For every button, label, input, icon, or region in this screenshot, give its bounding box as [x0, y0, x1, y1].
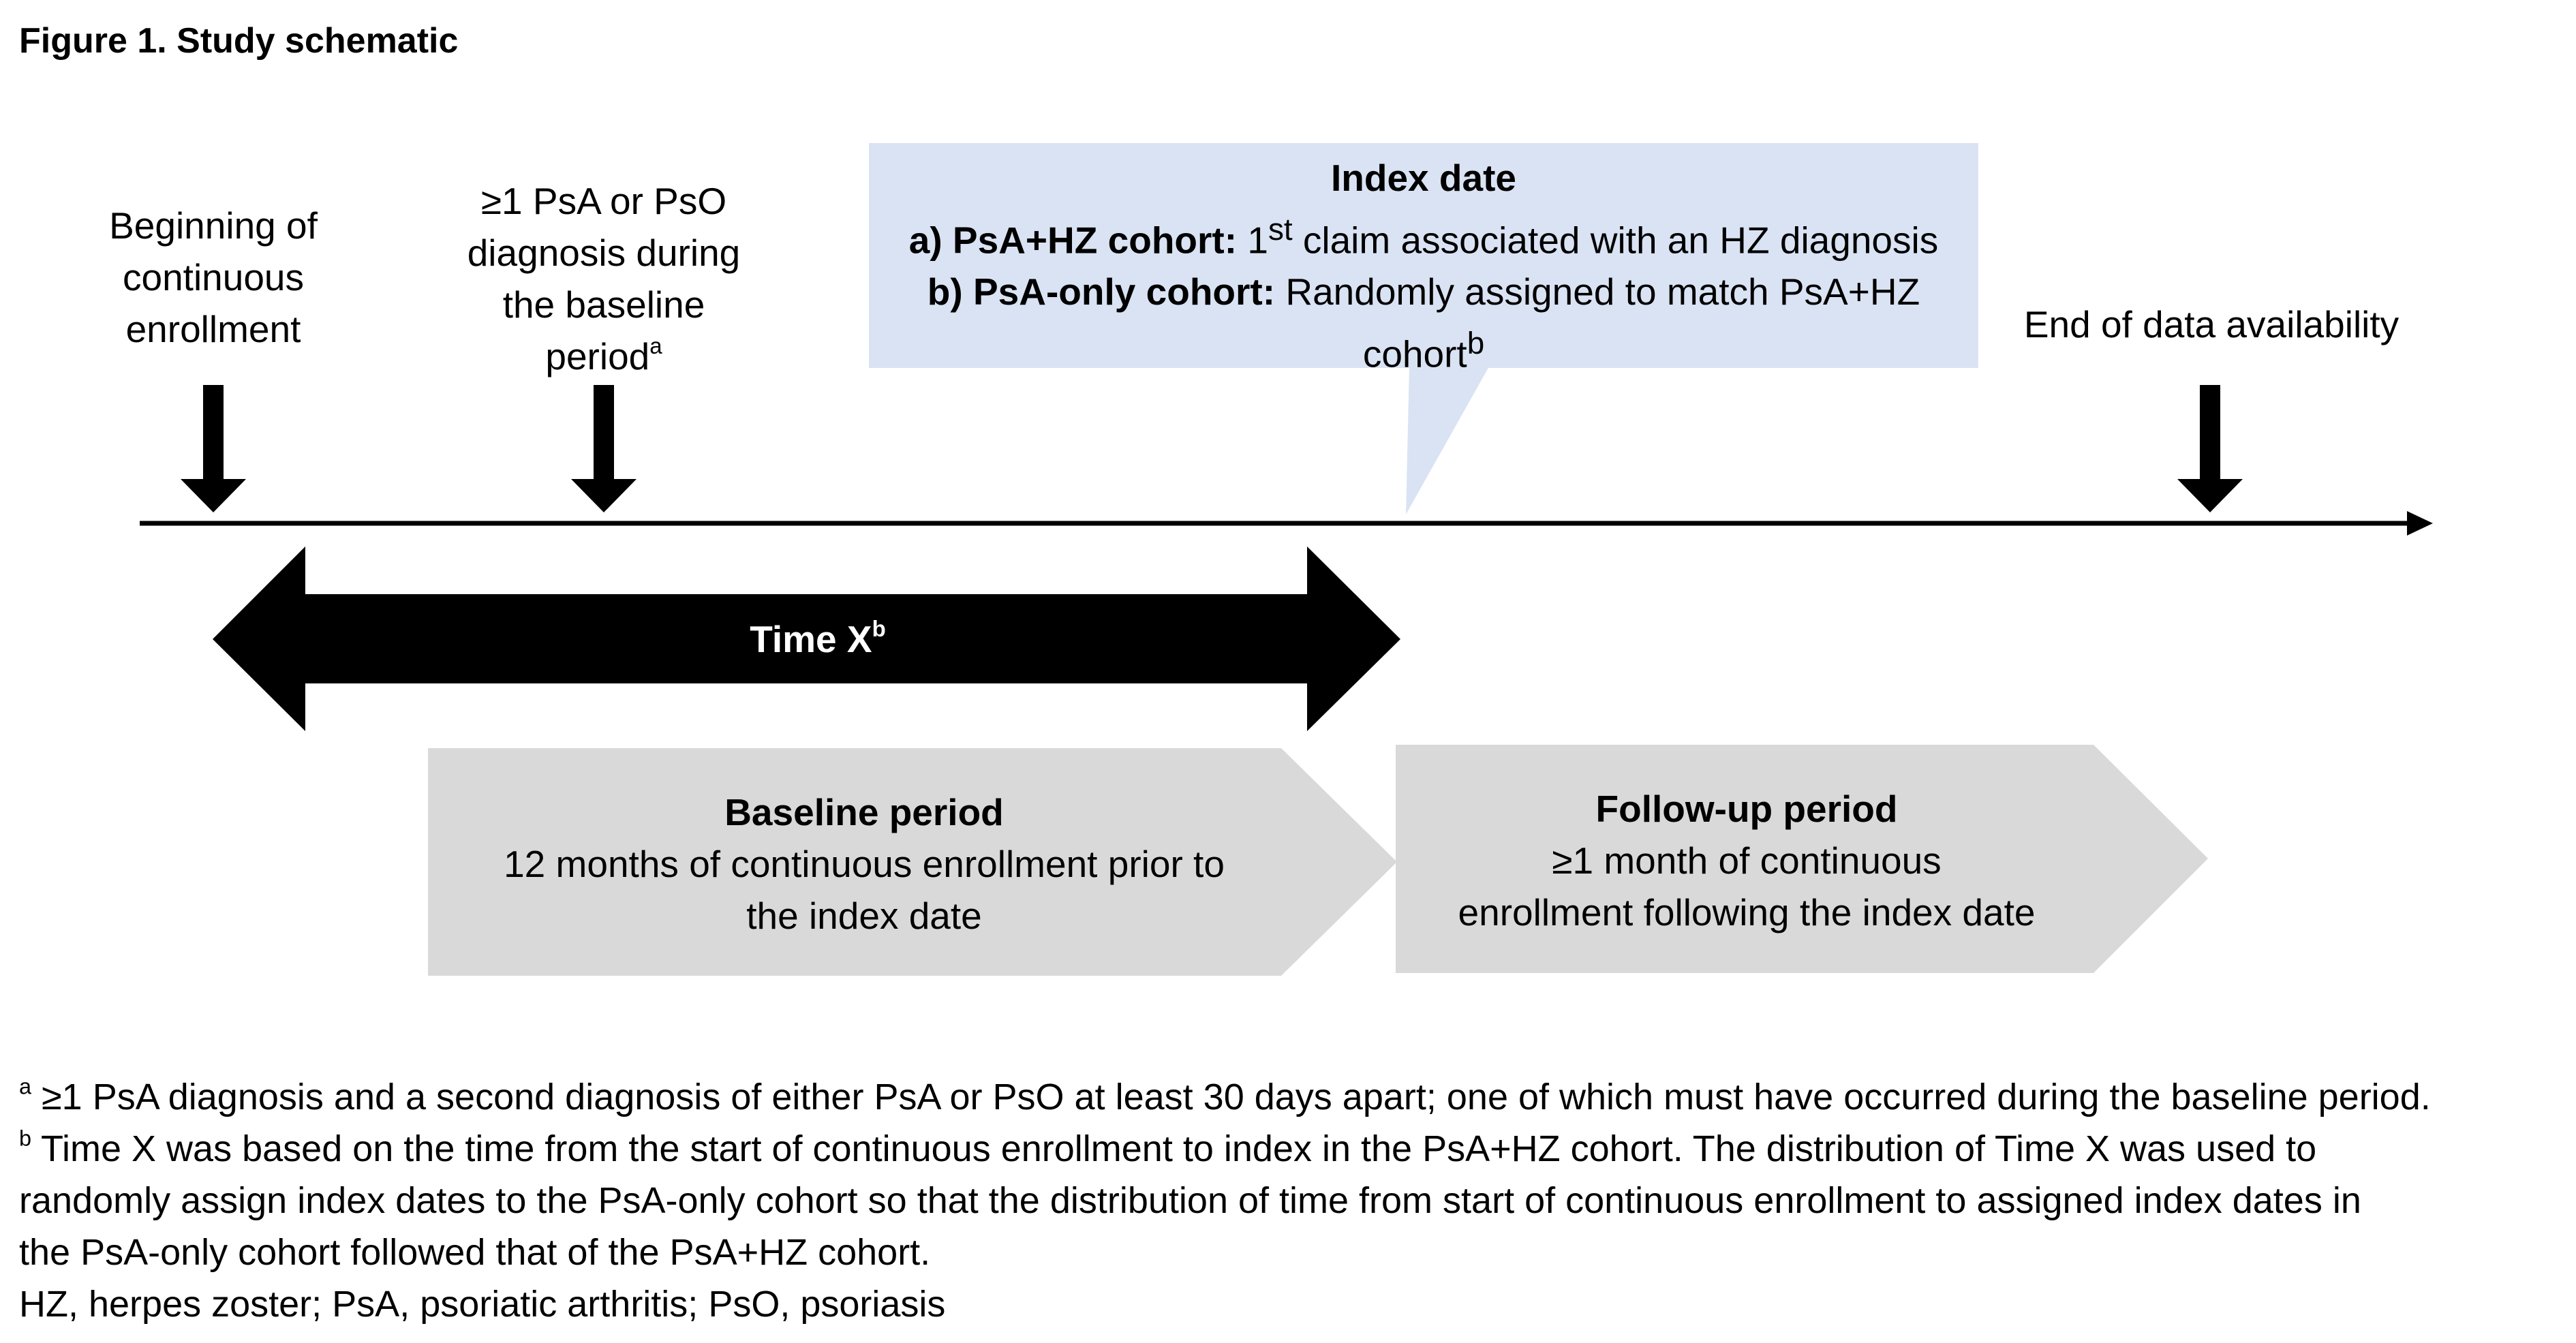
diagnosis-label: ≥1 PsA or PsO diagnosis during the basel… — [467, 180, 741, 377]
index-date-line-a: a) PsA+HZ cohort: 1st claim associated w… — [908, 212, 1939, 262]
data-end-arrow — [2177, 385, 2243, 512]
index-date-heading: Index date — [1330, 157, 1517, 199]
footnotes: a ≥1 PsA diagnosis and a second diagnosi… — [19, 1071, 2561, 1330]
footnote-b: b Time X was based on the time from the … — [19, 1126, 2317, 1169]
time-x-double-arrow — [213, 546, 1400, 731]
followup-period-heading: Follow-up period — [1595, 788, 1898, 830]
followup-period-shape — [1396, 745, 2208, 973]
index-date-callout: Index date a) PsA+HZ cohort: 1st claim a… — [869, 152, 1978, 380]
figure-title: Figure 1. Study schematic — [19, 21, 459, 61]
index-date-line-b: b) PsA-only cohort: Randomly assigned to… — [927, 271, 1920, 313]
timeline-axis — [140, 511, 2433, 536]
abbreviations: HZ, herpes zoster; PsA, psoriatic arthri… — [19, 1284, 946, 1325]
footnote-b-cont-1: randomly assign index dates to the PsA-o… — [19, 1180, 2361, 1221]
index-date-callout-shape — [869, 143, 1978, 514]
enrollment-start-label: Beginning of continuous enrollment — [109, 204, 318, 350]
timeline-arrowhead — [2407, 511, 2433, 536]
diagnosis-arrow — [571, 385, 637, 512]
time-x-label: Time Xb — [750, 615, 886, 660]
footnote-a: a ≥1 PsA diagnosis and a second diagnosi… — [19, 1074, 2431, 1117]
index-date-line-b-cont: cohortb — [1362, 326, 1485, 375]
baseline-period-heading: Baseline period — [724, 791, 1004, 833]
baseline-period-shape — [428, 748, 1397, 976]
enrollment-start-arrow — [181, 385, 246, 512]
baseline-period-text: Baseline period 12 months of continuous … — [428, 786, 1300, 942]
followup-period-text: Follow-up period ≥1 month of continuous … — [1396, 783, 2098, 938]
footnote-b-cont-2: the PsA-only cohort followed that of the… — [19, 1232, 931, 1273]
data-end-label: End of data availability — [2023, 303, 2399, 345]
